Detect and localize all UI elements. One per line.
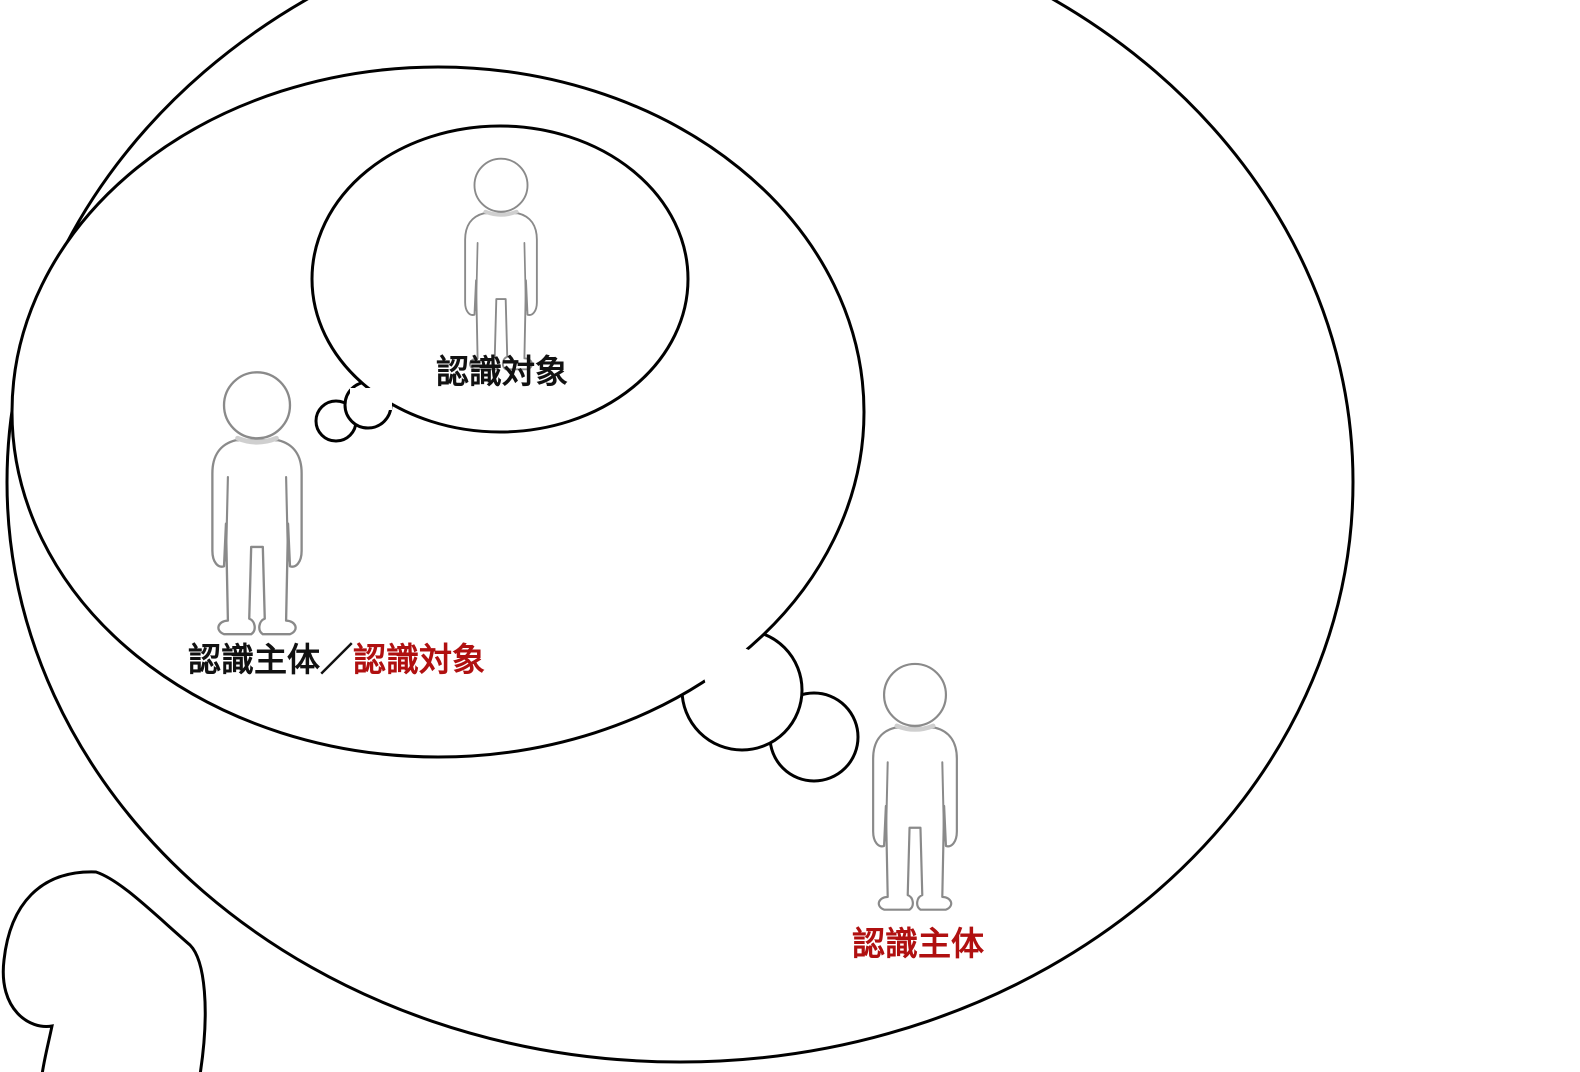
outer-subject-label: 認識主体: [852, 924, 984, 963]
middle-object-label: 認識対象: [353, 640, 485, 679]
middle-subject-label: 認識主体: [188, 640, 320, 679]
inner-object-label: 認識対象: [436, 352, 568, 391]
inner-bubble-seam-cover: [350, 388, 392, 410]
outer-bubble-tail: [1, 870, 207, 1072]
middle-bubble-seam-cover: [700, 640, 770, 705]
middle-figure-label: 認識主体／認識対象: [188, 640, 485, 680]
label-separator: ／: [320, 640, 353, 679]
